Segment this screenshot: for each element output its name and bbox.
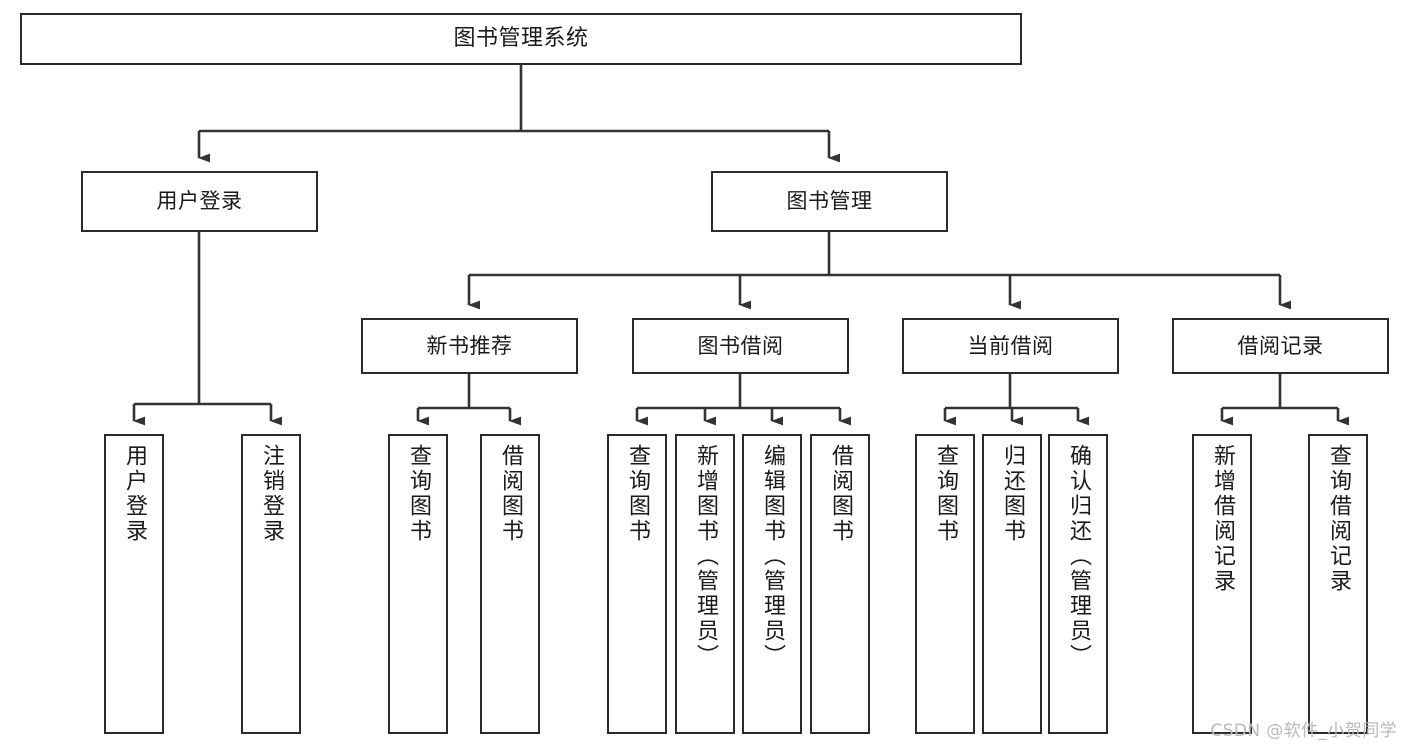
- node-label-current: 当前借阅: [967, 333, 1054, 358]
- node-label-leaf-user-logout: 注销登录: [259, 444, 284, 544]
- node-leaf-rec-query2[interactable]: 查询借阅记录: [1308, 434, 1368, 734]
- node-label-leaf-cur-return: 归还图书: [1000, 444, 1025, 544]
- node-leaf-cur-confirm[interactable]: 确认归还（管理员）: [1048, 434, 1108, 734]
- node-label-newrec: 新书推荐: [426, 333, 513, 358]
- node-leaf-borrow-edit[interactable]: 编辑图书（管理员）: [742, 434, 802, 734]
- node-leaf-borrow-lend[interactable]: 借阅图书: [810, 434, 870, 734]
- node-label-leaf-user-login: 用户登录: [122, 444, 147, 544]
- node-label-leaf-cur-query: 查询图书: [933, 444, 958, 544]
- node-leaf-user-logout[interactable]: 注销登录: [241, 434, 301, 734]
- node-label-root: 图书管理系统: [453, 26, 589, 52]
- node-label-leaf-rec-add: 新增借阅记录: [1210, 444, 1235, 594]
- node-label-leaf-borrow-add: 新增图书（管理员）: [693, 444, 718, 669]
- node-leaf-rec-query[interactable]: 查询图书: [388, 434, 448, 734]
- node-label-leaf-rec-query: 查询图书: [406, 444, 431, 544]
- node-label-leaf-cur-confirm: 确认归还（管理员）: [1066, 444, 1091, 669]
- node-borrow[interactable]: 图书借阅: [632, 318, 849, 374]
- node-root[interactable]: 图书管理系统: [20, 13, 1022, 65]
- node-leaf-borrow-add[interactable]: 新增图书（管理员）: [675, 434, 735, 734]
- node-label-leaf-borrow-lend: 借阅图书: [828, 444, 853, 544]
- watermark-label: CSDN @软件_小贺同学: [1210, 721, 1397, 741]
- node-records[interactable]: 借阅记录: [1172, 318, 1389, 374]
- node-leaf-borrow-query[interactable]: 查询图书: [607, 434, 667, 734]
- node-label-login: 用户登录: [156, 189, 243, 214]
- node-current[interactable]: 当前借阅: [902, 318, 1119, 374]
- node-label-leaf-rec-query2: 查询借阅记录: [1326, 444, 1351, 594]
- node-label-records: 借阅记录: [1237, 333, 1324, 358]
- node-leaf-user-login[interactable]: 用户登录: [104, 434, 164, 734]
- node-label-leaf-rec-borrow: 借阅图书: [498, 444, 523, 544]
- node-label-borrow: 图书借阅: [697, 333, 784, 358]
- node-label-bookmgmt: 图书管理: [786, 189, 873, 214]
- node-login[interactable]: 用户登录: [81, 171, 318, 232]
- node-label-leaf-borrow-edit: 编辑图书（管理员）: [760, 444, 785, 669]
- node-label-leaf-borrow-query: 查询图书: [625, 444, 650, 544]
- node-newrec[interactable]: 新书推荐: [361, 318, 578, 374]
- node-bookmgmt[interactable]: 图书管理: [711, 171, 948, 232]
- node-leaf-rec-borrow[interactable]: 借阅图书: [480, 434, 540, 734]
- node-leaf-cur-return[interactable]: 归还图书: [982, 434, 1042, 734]
- node-leaf-cur-query[interactable]: 查询图书: [915, 434, 975, 734]
- node-leaf-rec-add[interactable]: 新增借阅记录: [1192, 434, 1252, 734]
